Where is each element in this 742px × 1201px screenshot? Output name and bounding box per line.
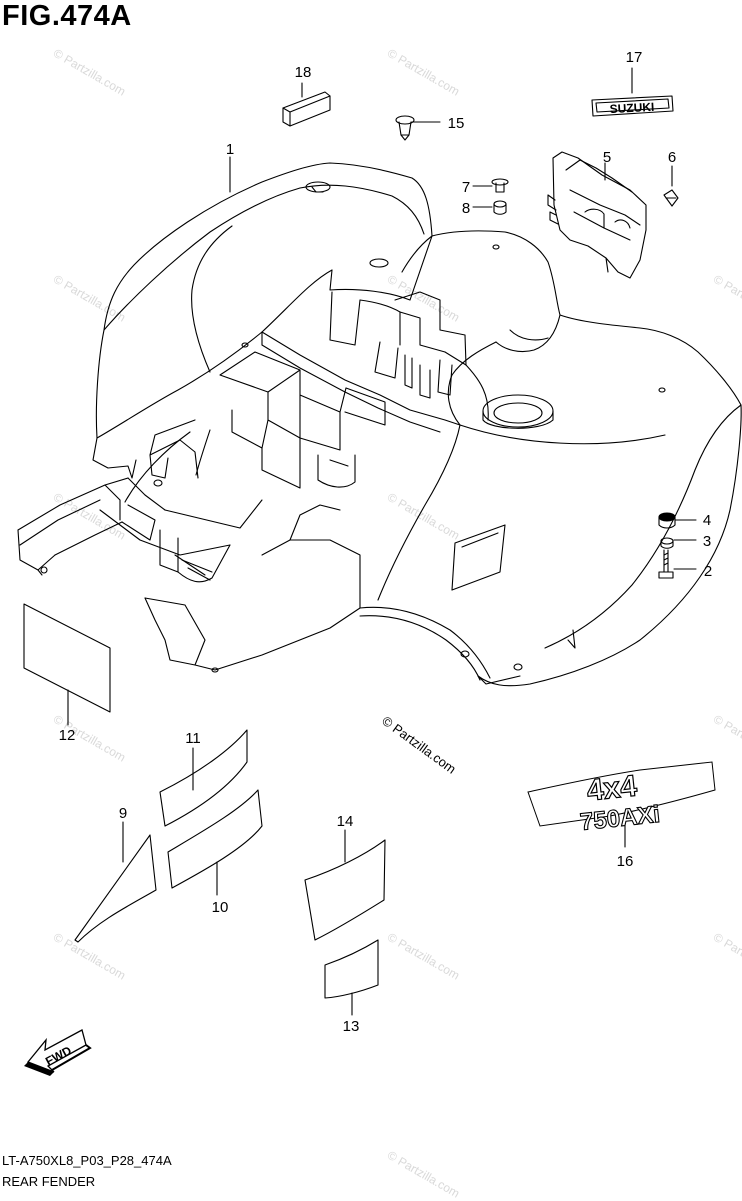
callout-2: 2 — [704, 563, 712, 580]
bolt-part-2 — [658, 549, 674, 579]
suzuki-badge-text: SUZUKI — [609, 100, 654, 116]
fwd-arrow-icon — [24, 1029, 92, 1076]
collar-part-3 — [660, 537, 674, 549]
emblem-part-17 — [591, 95, 674, 117]
decal-part-14 — [304, 839, 386, 941]
pad-part-18 — [282, 91, 331, 127]
bracket-part-5 — [547, 151, 647, 279]
callout-7: 7 — [462, 179, 470, 196]
callout-16: 16 — [617, 853, 634, 870]
callout-13: 13 — [343, 1018, 360, 1035]
label-part-12 — [23, 603, 111, 713]
callout-4: 4 — [703, 512, 711, 529]
clip-part-6 — [663, 189, 679, 207]
callout-18: 18 — [295, 64, 312, 81]
callout-10: 10 — [212, 899, 229, 916]
drawing-code: LT-A750XL8_P03_P28_474A — [2, 1153, 172, 1168]
callout-17: 17 — [626, 49, 643, 66]
callout-15: 15 — [448, 115, 465, 132]
screw-part-7 — [491, 178, 509, 193]
callout-9: 9 — [119, 805, 127, 822]
leader-lines — [67, 67, 697, 1016]
emblem-top-text: 4x4 — [585, 769, 639, 807]
emblem-part-16 — [527, 761, 716, 827]
clip-part-15 — [395, 115, 415, 141]
drawing-name: REAR FENDER — [2, 1174, 96, 1189]
callout-6: 6 — [668, 149, 676, 166]
callout-11: 11 — [185, 730, 201, 747]
callout-14: 14 — [337, 813, 354, 830]
decal-part-9 — [74, 834, 157, 943]
decal-part-13 — [324, 939, 379, 999]
callout-5: 5 — [603, 149, 611, 166]
grommet-part-4 — [658, 512, 676, 529]
decal-part-10 — [167, 789, 263, 889]
callout-12: 12 — [59, 727, 76, 744]
rear-fender-part-1 — [17, 162, 742, 687]
callout-3: 3 — [703, 533, 711, 550]
callout-8: 8 — [462, 200, 470, 217]
figure-title: FIG.474A — [2, 0, 132, 32]
decal-part-11 — [159, 729, 248, 827]
nut-part-8 — [493, 200, 507, 215]
callout-1: 1 — [226, 141, 234, 158]
